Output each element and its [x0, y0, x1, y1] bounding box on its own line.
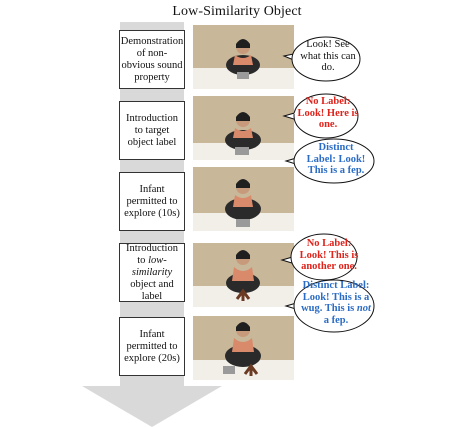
- photo-low-similarity: [193, 243, 294, 307]
- bubble-low-nolabel-text: No Label: Look! This is another one.: [299, 238, 359, 272]
- bubble-target-nolabel-text: No Label: Look! Here is one.: [297, 96, 359, 130]
- step-low-similarity-label: Introduction to low-similarity object an…: [126, 242, 178, 302]
- speech-bubble-low-nolabel: [280, 233, 358, 281]
- step-demonstration-label: Demonstration of non-obvious sound prope…: [120, 35, 184, 83]
- photo-explore-10s: [193, 167, 294, 231]
- step-explore-10s: Infant permitted to explore (10s): [119, 172, 185, 231]
- step-target-label-text: Introduction to target object label: [126, 112, 178, 148]
- speech-bubble-low-distinct: [284, 279, 375, 333]
- step-demonstration: Demonstration of non-obvious sound prope…: [119, 30, 185, 89]
- step-low-similarity: Introduction to low-similarity object an…: [119, 243, 185, 302]
- step-explore-20s-label: Infant permitted to explore (20s): [124, 328, 180, 364]
- bubble-target-distinct-text: Distinct Label: Look! This is a fep.: [306, 142, 366, 176]
- photo-explore-20s: [193, 316, 294, 380]
- speech-bubble-demo: [282, 36, 361, 82]
- speech-bubble-target-nolabel: [282, 93, 359, 139]
- bubble-low-distinct-text: Distinct Label: Look! This is a wug. Thi…: [301, 280, 371, 326]
- bubble-demo-text: Look! See what this can do.: [300, 39, 356, 73]
- step-target-label: Introduction to target object label: [119, 101, 185, 160]
- diagram-title: Low-Similarity Object: [172, 4, 302, 19]
- speech-bubble-target-distinct: [284, 138, 375, 184]
- photo-target-label: [193, 96, 294, 160]
- step-explore-20s: Infant permitted to explore (20s): [119, 317, 185, 376]
- photo-demonstration: [193, 25, 294, 89]
- step-explore-10s-label: Infant permitted to explore (10s): [124, 183, 180, 219]
